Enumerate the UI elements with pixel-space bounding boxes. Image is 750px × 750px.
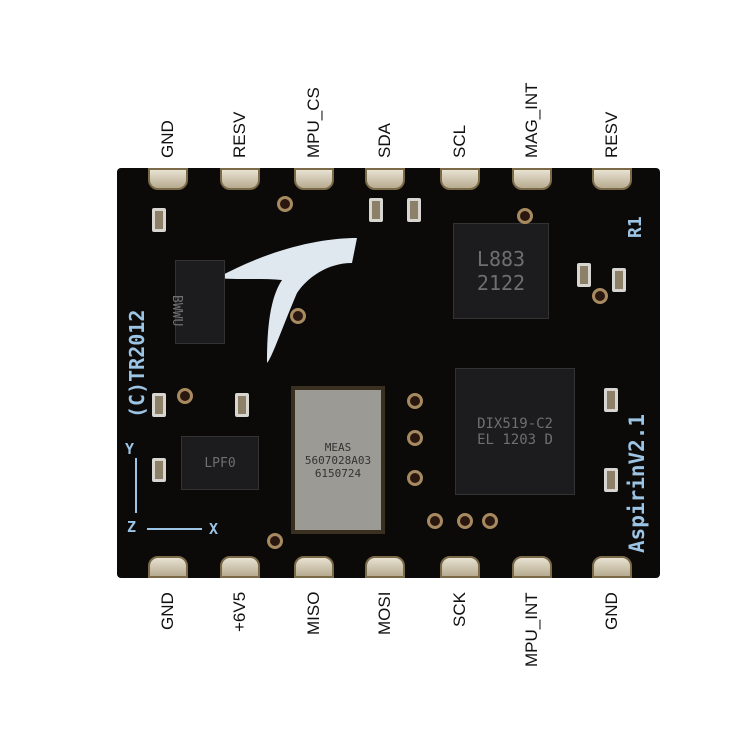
bottom-pin-pad xyxy=(294,556,334,578)
ref-silk: R1 xyxy=(625,216,646,238)
copyright-silk: (C)TR2012 xyxy=(125,309,149,418)
axis-y-label: Y xyxy=(125,440,135,458)
top-pin-pad xyxy=(365,168,405,190)
pcb-board: (C)TR2012 AspirinV2.1 R1 Y Z X BWWU LPF0… xyxy=(117,168,660,578)
bottom-pin-pad xyxy=(592,556,632,578)
top-pin-pad xyxy=(220,168,260,190)
top-pin-pad xyxy=(148,168,188,190)
bottom-pin-pad xyxy=(365,556,405,578)
regulator-chip-lpf: LPF0 xyxy=(181,436,259,490)
bottom-pin-label: MISO xyxy=(304,591,323,635)
axis-x-label: X xyxy=(209,520,219,538)
axis-z-label: Z xyxy=(127,518,137,536)
bottom-pin-label: MPU_INT xyxy=(522,592,541,667)
top-pin-pad xyxy=(294,168,334,190)
bottom-pin-label: GND xyxy=(602,592,621,630)
regulator-chip-top: BWWU xyxy=(169,260,225,344)
bottom-pin-label: +6V5 xyxy=(230,591,249,632)
top-pin-label: RESV xyxy=(230,111,249,158)
top-pin-label: MAG_INT xyxy=(522,82,541,158)
top-pin-label: GND xyxy=(158,120,177,158)
bottom-pin-label: MOSI xyxy=(375,591,394,635)
bottom-pin-pad xyxy=(512,556,552,578)
board-name-silk: AspirinV2.1 xyxy=(625,413,649,553)
top-pin-pad xyxy=(512,168,552,190)
bottom-pin-pad xyxy=(220,556,260,578)
top-pin-label: MPU_CS xyxy=(304,87,323,158)
top-pin-pad xyxy=(440,168,480,190)
bottom-pin-pad xyxy=(440,556,480,578)
bottom-pin-pad xyxy=(148,556,188,578)
top-pin-label: SCL xyxy=(450,124,469,158)
logo-swoosh xyxy=(217,238,357,363)
axis-x-arrow xyxy=(147,528,202,530)
bottom-pin-label: SCK xyxy=(450,592,469,627)
top-pin-pad xyxy=(592,168,632,190)
bottom-pin-label: GND xyxy=(158,592,177,630)
axis-y-arrow xyxy=(135,458,137,513)
top-pin-label: SDA xyxy=(375,123,394,158)
top-pin-label: RESV xyxy=(602,111,621,158)
